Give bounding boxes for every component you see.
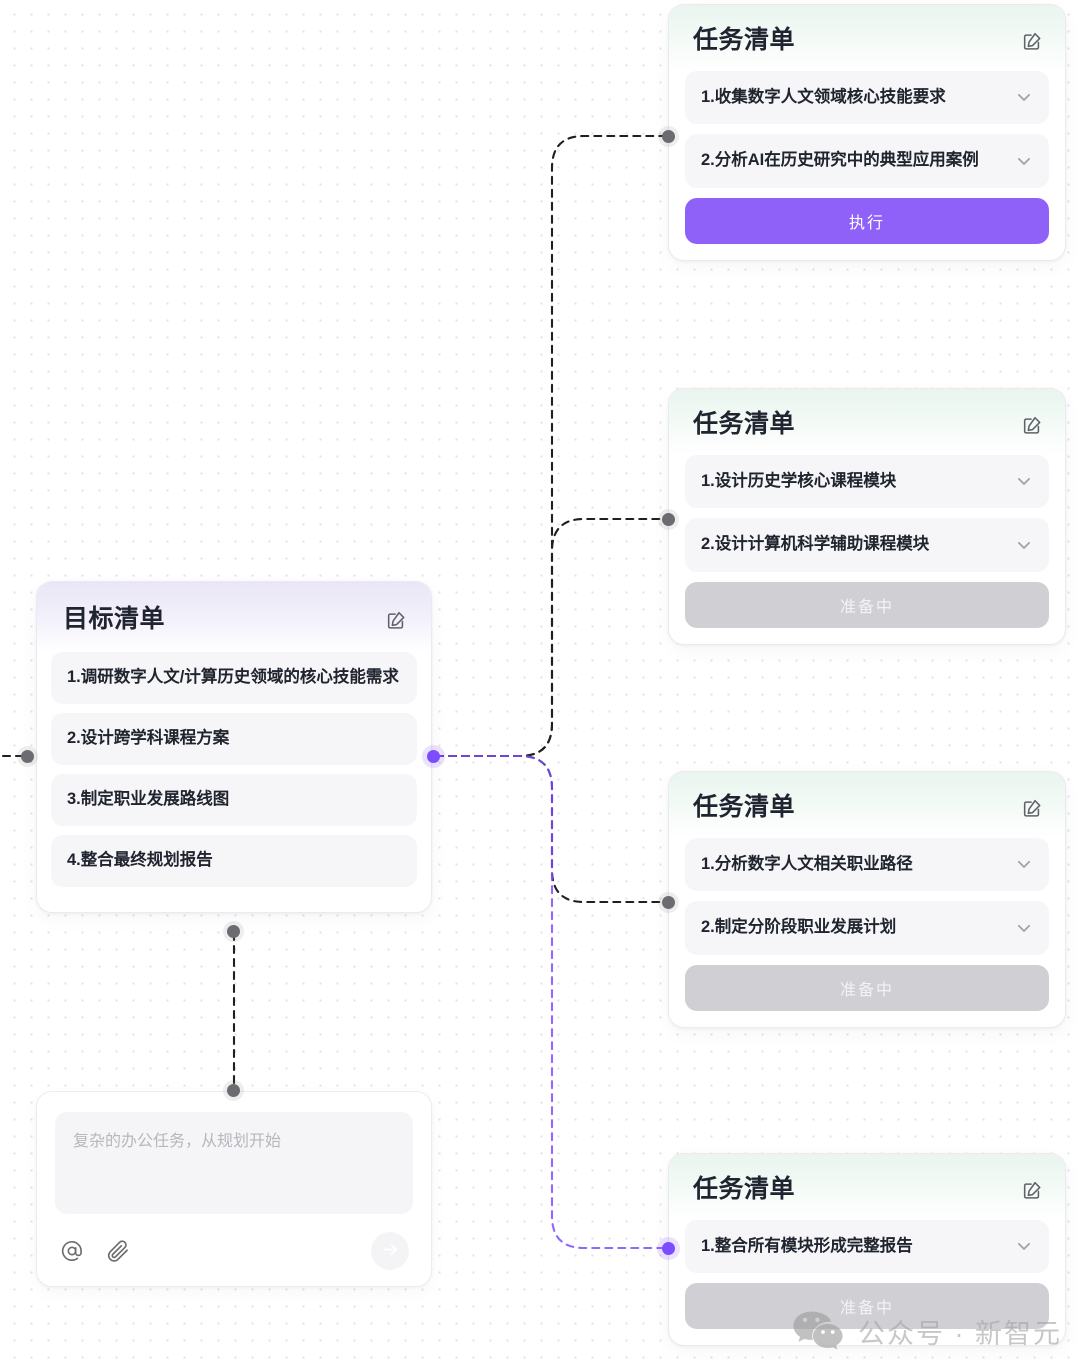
edit-square-icon[interactable] (385, 609, 407, 631)
edit-square-icon[interactable] (1021, 414, 1043, 436)
chevron-down-icon[interactable] (1015, 152, 1033, 170)
composer-input[interactable] (55, 1112, 413, 1214)
task-card-2-header: 任务清单 (669, 389, 1065, 455)
task-card-3-item-2[interactable]: 2.制定分阶段职业发展计划 (685, 901, 1049, 956)
task-card-4-body: 1.整合所有模块形成完整报告 准备中 (669, 1219, 1065, 1346)
goal-item-3[interactable]: 3.制定职业发展路线图 (51, 773, 417, 826)
task-card-1-item-2[interactable]: 2.分析AI在历史研究中的典型应用案例 (685, 134, 1049, 189)
task-list-card-2[interactable]: 任务清单 1.设计历史学核心课程模块 2.设计计算机科学辅助课程模块 准备中 (668, 388, 1066, 646)
task-card-2-action-button: 准备中 (685, 582, 1049, 629)
handle-task-2-left[interactable] (662, 513, 675, 526)
task-card-4-header: 任务清单 (669, 1154, 1065, 1220)
at-mention-icon[interactable] (59, 1238, 85, 1264)
handle-task-3-left[interactable] (662, 896, 675, 909)
connector-goal-to-task-1 (434, 134, 666, 758)
goal-list-card[interactable]: 目标清单 1.调研数字人文/计算历史领域的核心技能需求 2.设计跨学科课程方案 … (36, 581, 432, 913)
task-list-card-3[interactable]: 任务清单 1.分析数字人文相关职业路径 2.制定分阶段职业发展计划 准备中 (668, 771, 1066, 1029)
handle-composer-top[interactable] (227, 1084, 240, 1097)
goal-item-4[interactable]: 4.整合最终规划报告 (51, 834, 417, 887)
chevron-down-icon[interactable] (1015, 88, 1033, 106)
goal-item-1-label: 1.调研数字人文/计算历史领域的核心技能需求 (67, 667, 399, 686)
task-card-1-header: 任务清单 (669, 5, 1065, 71)
task-card-1-item-1[interactable]: 1.收集数字人文领域核心技能要求 (685, 70, 1049, 125)
task-card-4-title: 任务清单 (693, 1175, 796, 1203)
task-card-3-item-2-label: 2.制定分阶段职业发展计划 (701, 918, 897, 937)
handle-goal-left[interactable] (21, 750, 34, 763)
chevron-down-icon[interactable] (1015, 536, 1033, 554)
task-list-card-4[interactable]: 任务清单 1.整合所有模块形成完整报告 准备中 (668, 1153, 1066, 1347)
connector-goal-to-task-4 (434, 754, 666, 1250)
goal-card-title: 目标清单 (63, 605, 166, 633)
handle-task-4-left[interactable] (662, 1242, 675, 1255)
connector-goal-to-task-3 (434, 754, 666, 904)
task-card-3-body: 1.分析数字人文相关职业路径 2.制定分阶段职业发展计划 准备中 (669, 837, 1065, 1028)
handle-goal-right[interactable] (427, 750, 440, 763)
paperclip-icon[interactable] (105, 1238, 131, 1264)
chevron-down-icon[interactable] (1015, 855, 1033, 873)
task-card-1-item-2-label: 2.分析AI在历史研究中的典型应用案例 (701, 151, 979, 170)
goal-item-2-label: 2.设计跨学科课程方案 (67, 728, 230, 747)
goal-card-body: 1.调研数字人文/计算历史领域的核心技能需求 2.设计跨学科课程方案 3.制定职… (37, 651, 431, 912)
chevron-down-icon[interactable] (1015, 919, 1033, 937)
goal-item-1[interactable]: 1.调研数字人文/计算历史领域的核心技能需求 (51, 651, 417, 704)
task-card-2-item-1-label: 1.设计历史学核心课程模块 (701, 471, 897, 490)
task-card-2-item-1[interactable]: 1.设计历史学核心课程模块 (685, 454, 1049, 509)
task-card-1-action-button[interactable]: 执行 (685, 198, 1049, 245)
edit-square-icon[interactable] (1021, 1179, 1043, 1201)
goal-item-3-label: 3.制定职业发展路线图 (67, 789, 230, 808)
chevron-down-icon[interactable] (1015, 1237, 1033, 1255)
task-card-3-item-1-label: 1.分析数字人文相关职业路径 (701, 854, 913, 873)
task-card-1-title: 任务清单 (693, 26, 796, 54)
composer-card[interactable] (36, 1091, 432, 1287)
chevron-down-icon[interactable] (1015, 472, 1033, 490)
task-list-card-1[interactable]: 任务清单 1.收集数字人文领域核心技能要求 2.分析AI在历史研究中的典型应用案… (668, 4, 1066, 262)
task-card-3-header: 任务清单 (669, 772, 1065, 838)
task-card-2-title: 任务清单 (693, 410, 796, 438)
task-card-4-item-1[interactable]: 1.整合所有模块形成完整报告 (685, 1219, 1049, 1274)
send-button[interactable] (371, 1232, 409, 1270)
task-card-4-action-button: 准备中 (685, 1283, 1049, 1330)
task-card-1-item-1-label: 1.收集数字人文领域核心技能要求 (701, 87, 946, 106)
goal-item-4-label: 4.整合最终规划报告 (67, 850, 213, 869)
handle-task-1-left[interactable] (662, 130, 675, 143)
handle-goal-bottom[interactable] (227, 925, 240, 938)
edit-square-icon[interactable] (1021, 30, 1043, 52)
goal-item-2[interactable]: 2.设计跨学科课程方案 (51, 712, 417, 765)
task-card-2-item-2[interactable]: 2.设计计算机科学辅助课程模块 (685, 518, 1049, 573)
task-card-3-title: 任务清单 (693, 793, 796, 821)
arrow-right-icon (380, 1239, 401, 1263)
task-card-4-item-1-label: 1.整合所有模块形成完整报告 (701, 1236, 913, 1255)
edit-square-icon[interactable] (1021, 797, 1043, 819)
task-card-3-action-button: 准备中 (685, 965, 1049, 1012)
task-card-2-body: 1.设计历史学核心课程模块 2.设计计算机科学辅助课程模块 准备中 (669, 454, 1065, 645)
composer-toolbar (55, 1232, 413, 1270)
task-card-2-item-2-label: 2.设计计算机科学辅助课程模块 (701, 535, 930, 554)
goal-card-header: 目标清单 (37, 582, 431, 652)
connector-goal-to-task-2 (434, 517, 666, 758)
task-card-1-body: 1.收集数字人文领域核心技能要求 2.分析AI在历史研究中的典型应用案例 执行 (669, 70, 1065, 261)
task-card-3-item-1[interactable]: 1.分析数字人文相关职业路径 (685, 837, 1049, 892)
